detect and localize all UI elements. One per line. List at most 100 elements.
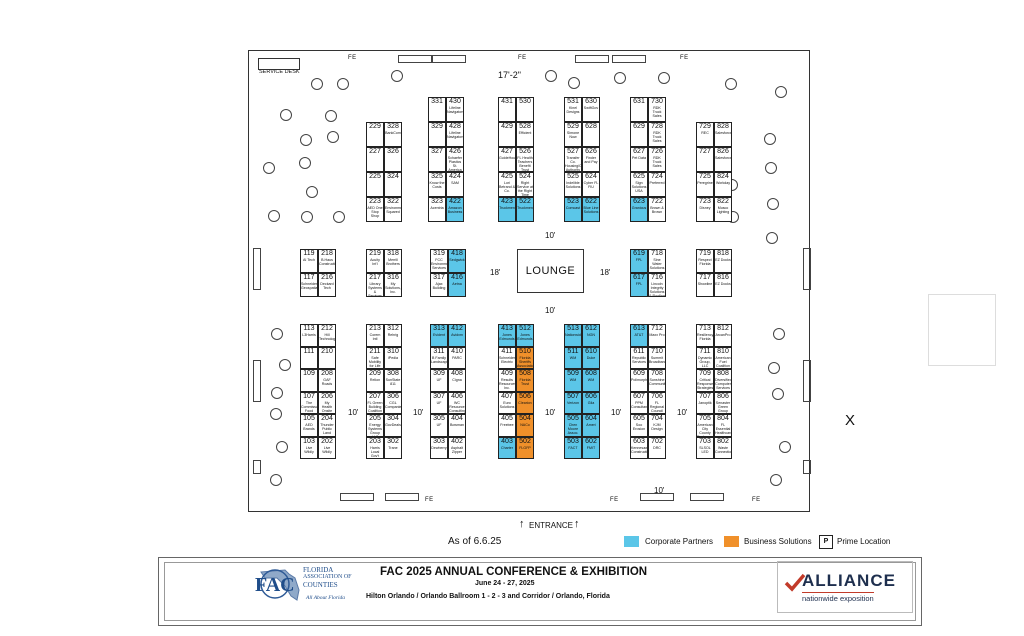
booth-629[interactable]: 629 [630, 122, 648, 147]
booth-327[interactable]: 327 [428, 147, 446, 172]
booth-530[interactable]: 530 [516, 97, 534, 122]
booth-329[interactable]: 329 [428, 122, 446, 147]
booth-727[interactable]: 727 [696, 147, 714, 172]
booth-429[interactable]: 429 [498, 122, 516, 147]
booth-111[interactable]: 111 [300, 346, 318, 369]
booth-210[interactable]: 210 [318, 346, 336, 369]
booth-431[interactable]: 431 [498, 97, 516, 122]
booth-427[interactable]: 427GuideHouse [498, 147, 516, 172]
booth-326[interactable]: 326 [384, 147, 402, 172]
